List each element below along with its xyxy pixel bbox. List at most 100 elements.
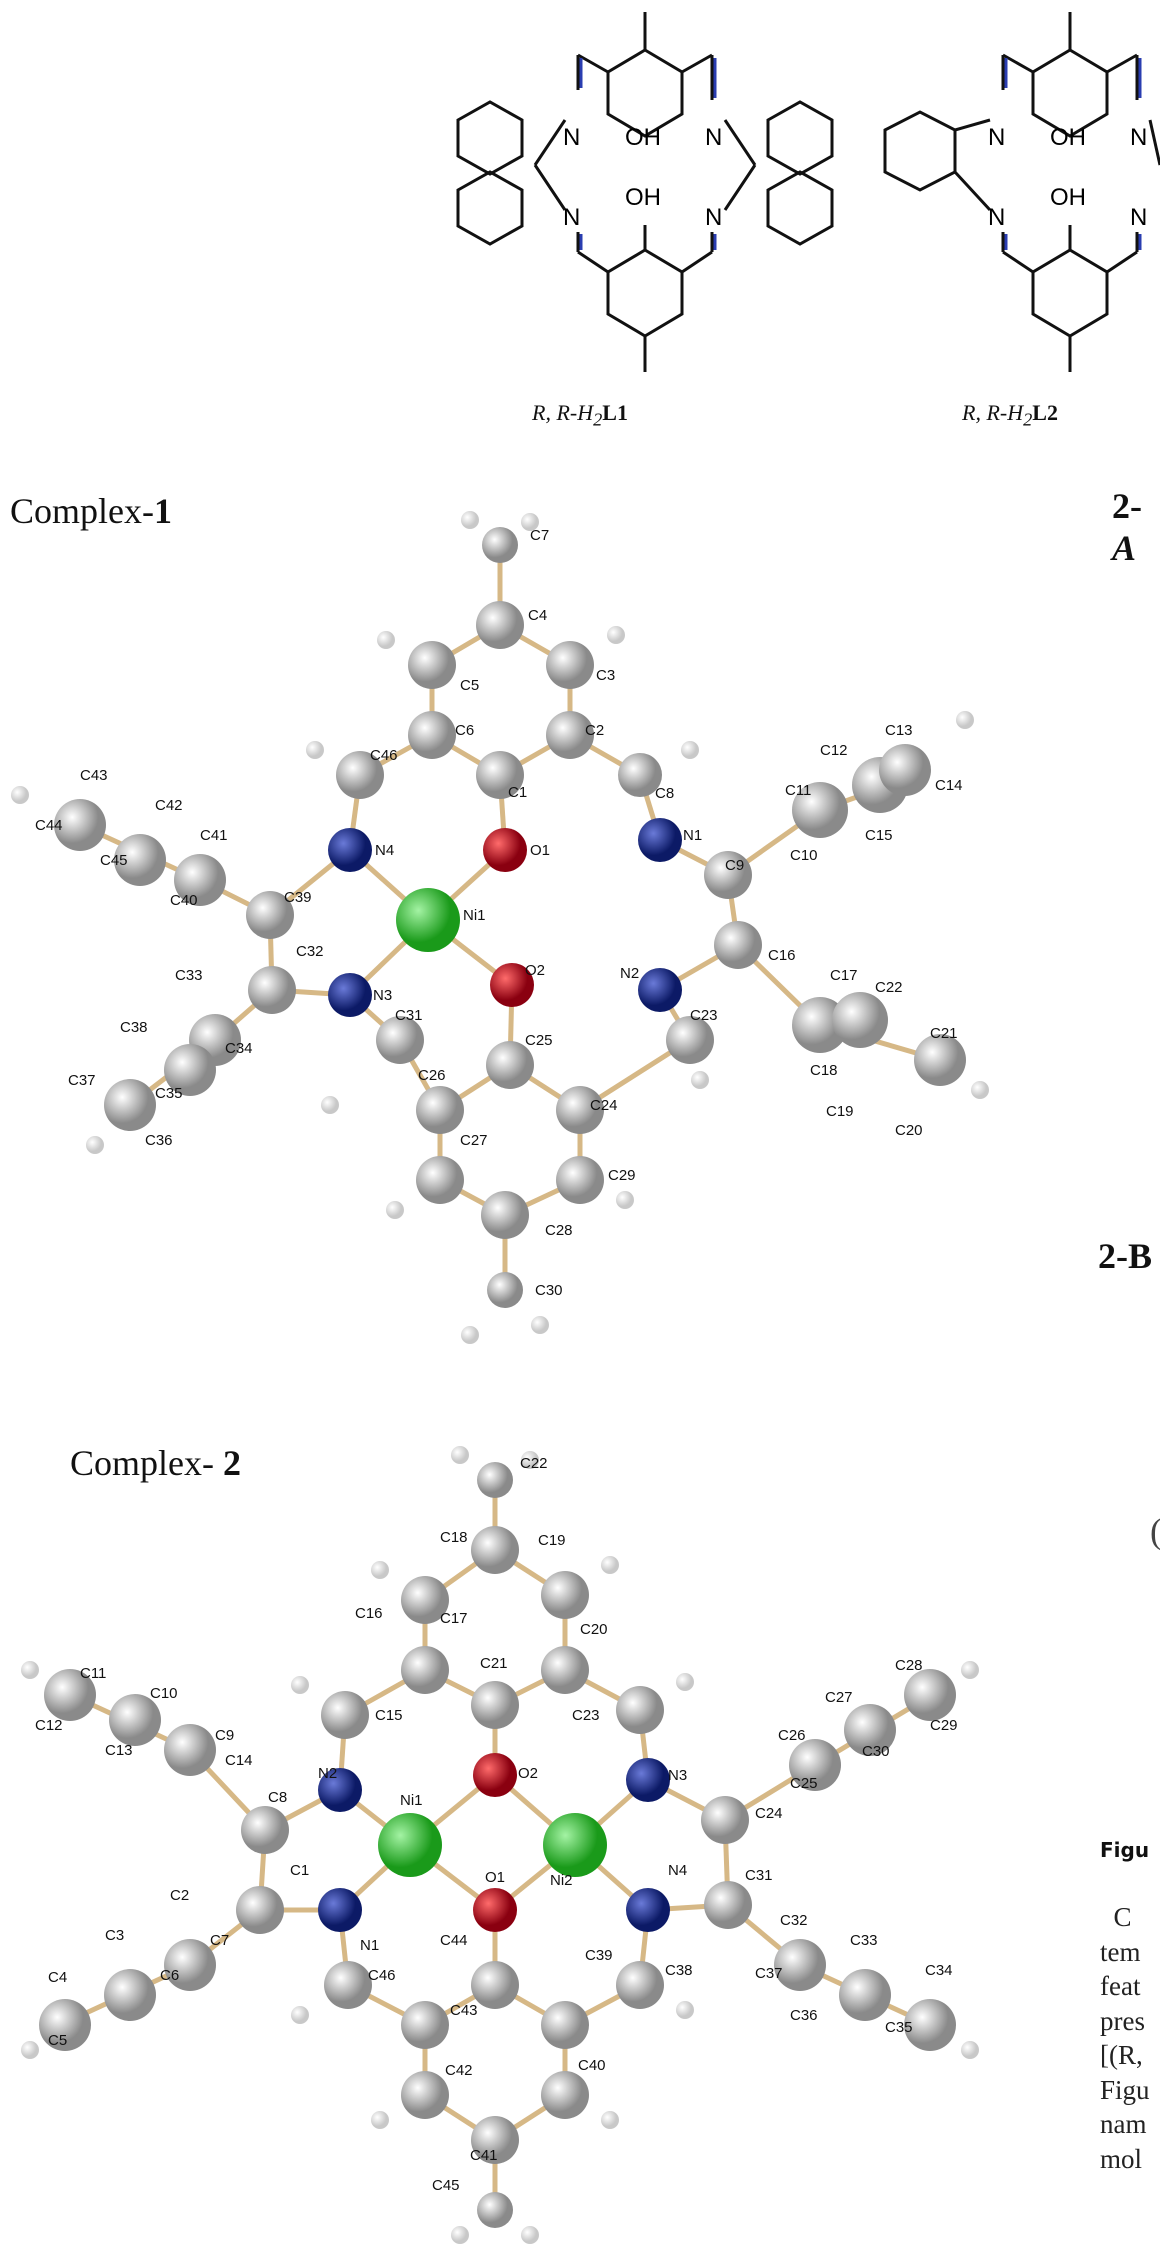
c1-label-C31: C31: [395, 1007, 423, 1024]
l2-cyclohexane-ring: [883, 110, 957, 192]
c2-label-C45: C45: [432, 2177, 460, 2194]
complex2-title: Complex- 2: [70, 1443, 241, 1483]
c1-label-C29: C29: [608, 1167, 636, 1184]
c2-label-C36: C36: [790, 2007, 818, 2024]
c1-label-C16: C16: [768, 947, 796, 964]
c1-label-C43: C43: [80, 767, 108, 784]
c2-label-C3: C3: [105, 1927, 124, 1944]
c1-label-C20: C20: [895, 1122, 923, 1139]
complex2-structure: C22 C18 C19 C17 C16 C20 C21 C15 C23 C11 …: [21, 1446, 979, 2244]
l1-n-label-2: N: [705, 124, 722, 151]
c2-label-C44: C44: [440, 1932, 468, 1949]
c1-label-C18: C18: [810, 1062, 838, 1079]
c2-label-C31: C31: [745, 1867, 773, 1884]
c1-label-C42: C42: [155, 797, 183, 814]
complex1-atoms: [11, 511, 989, 1344]
c1-label-C36: C36: [145, 1132, 173, 1149]
c1-label-C32: C32: [296, 943, 324, 960]
c2-label-C5: C5: [48, 2032, 67, 2049]
l2-n-label-2: N: [1130, 124, 1147, 151]
c1-label-C37: C37: [68, 1072, 96, 1089]
c1-label-N1: N1: [683, 827, 702, 844]
c2-label-C35: C35: [885, 2019, 913, 2036]
ligand-structures: N N N N OH OH N N N N OH OH: [456, 12, 1160, 372]
c1-label-O2: O2: [525, 962, 545, 979]
c1-label-C28: C28: [545, 1222, 573, 1239]
c2-label-O2: O2: [518, 1765, 538, 1782]
c1-label-Ni1: Ni1: [463, 907, 486, 924]
c2-label-N4: N4: [668, 1862, 687, 1879]
c1-label-C15: C15: [865, 827, 893, 844]
c1-label-N4: N4: [375, 842, 394, 859]
c2-label-C41: C41: [470, 2147, 498, 2164]
c2-label-N3: N3: [668, 1767, 687, 1784]
complex1-title: Complex-1: [10, 491, 172, 531]
figure-label-fragment: Figu: [1100, 1838, 1150, 1862]
l1-n-label-1: N: [563, 124, 580, 151]
complex2-atom-labels: C22 C18 C19 C17 C16 C20 C21 C15 C23 C11 …: [35, 1455, 958, 2194]
c1-label-C24: C24: [590, 1097, 618, 1114]
c2-label-C4: C4: [48, 1969, 67, 1986]
c2-label-C43: C43: [450, 2002, 478, 2019]
c1-label-C40: C40: [170, 892, 198, 909]
l2-oh-label-2: OH: [1050, 124, 1086, 151]
complex2-bonds: [58, 1480, 942, 2210]
c1-label-C17: C17: [830, 967, 858, 984]
c1-label-C14: C14: [935, 777, 963, 794]
c2-label-N1: N1: [360, 1937, 379, 1954]
c1-label-C9: C9: [725, 857, 744, 874]
c2-label-C22: C22: [520, 1455, 548, 1472]
l1-phenyl-ring-3: [766, 100, 834, 176]
c1-label-C13: C13: [885, 722, 913, 739]
c1-label-C30: C30: [535, 1282, 563, 1299]
c2-label-C24: C24: [755, 1805, 783, 1822]
c2-label-C27: C27: [825, 1689, 853, 1706]
c2-label-C15: C15: [375, 1707, 403, 1724]
c1-label-C6: C6: [455, 722, 474, 739]
c1-label-C3: C3: [596, 667, 615, 684]
complex1-structure: C7 C4 C5 C3 C6 C2 C46 C1 C8 C12 C13 C11 …: [11, 511, 989, 1344]
c1-label-C8: C8: [655, 785, 674, 802]
l2-oh-label-1: OH: [1050, 184, 1086, 211]
l1-n-label-4: N: [705, 204, 722, 231]
l2-n-label-4: N: [1130, 204, 1147, 231]
c2-label-C7: C7: [210, 1932, 229, 1949]
c1-label-C39: C39: [284, 889, 312, 906]
l1-oh-label-2: OH: [625, 124, 661, 151]
text-line: tem: [1100, 1936, 1141, 1967]
l2-n-label-1: N: [988, 124, 1005, 151]
c2-label-O1: O1: [485, 1869, 505, 1886]
label-2b: 2-B: [1098, 1236, 1152, 1276]
c1-label-C19: C19: [826, 1103, 854, 1120]
c2-label-C26: C26: [778, 1727, 806, 1744]
c2-label-C10: C10: [150, 1685, 178, 1702]
text-line: [(R,: [1100, 2040, 1143, 2070]
c1-label-C38: C38: [120, 1019, 148, 1036]
c2-label-C34: C34: [925, 1962, 953, 1979]
l1-oh-label-1: OH: [625, 184, 661, 211]
ligand-l2-drawing: [883, 12, 1160, 372]
c1-label-C5: C5: [460, 677, 479, 694]
c2-label-C42: C42: [445, 2062, 473, 2079]
c2-label-C23: C23: [572, 1707, 600, 1724]
c1-label-C35: C35: [155, 1085, 183, 1102]
c1-label-C10: C10: [790, 847, 818, 864]
c2-label-C6: C6: [160, 1967, 179, 1984]
c1-label-C27: C27: [460, 1132, 488, 1149]
body-text-fragment: C tem feat pres [(R, Figu nam mol: [1100, 1900, 1150, 2176]
c1-label-C45: C45: [100, 852, 128, 869]
c2-label-C40: C40: [578, 2057, 606, 2074]
l2-n-label-3: N: [988, 204, 1005, 231]
c1-label-C1: C1: [508, 784, 527, 801]
c1-label-C11: C11: [785, 782, 811, 799]
c1-label-O1: O1: [530, 842, 550, 859]
c1-label-C12: C12: [820, 742, 848, 759]
c2-label-C19: C19: [538, 1532, 566, 1549]
c2-label-C46: C46: [368, 1967, 396, 1984]
paren-fragment: (: [1150, 1510, 1160, 1552]
c1-label-C41: C41: [200, 827, 228, 844]
text-line: mol: [1100, 2143, 1143, 2174]
c1-label-C21: C21: [930, 1025, 958, 1042]
c2-label-C8: C8: [268, 1789, 287, 1806]
c2-label-C9: C9: [215, 1727, 234, 1744]
